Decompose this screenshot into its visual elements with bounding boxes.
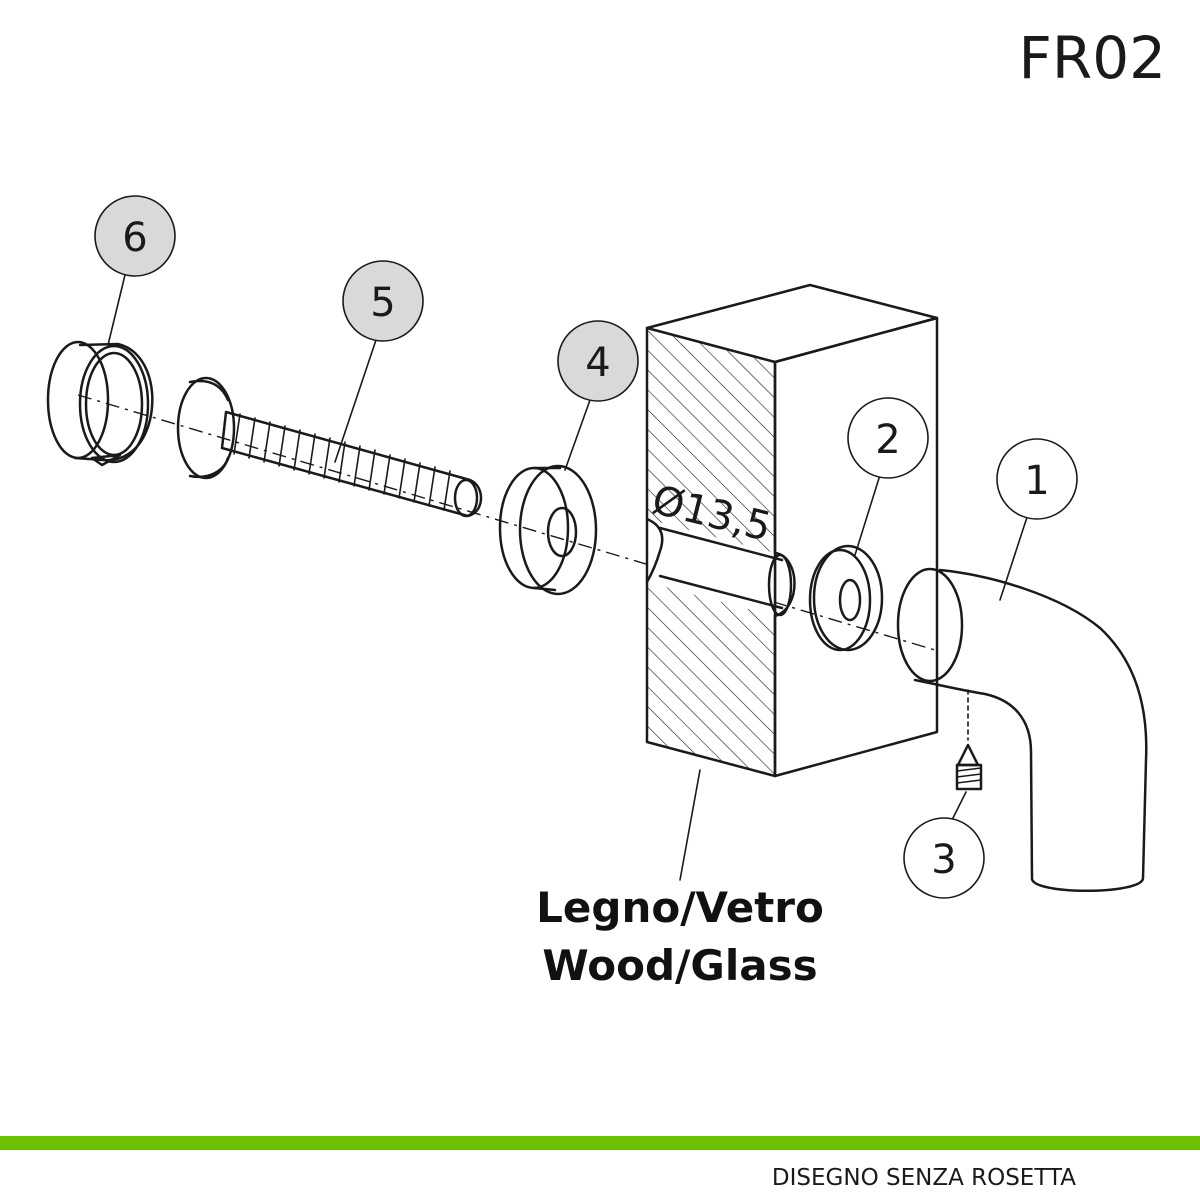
callout-1: 1 xyxy=(996,438,1078,520)
footer-bar xyxy=(0,1136,1200,1150)
part-4-bushing xyxy=(498,464,598,596)
part-5-screw xyxy=(176,376,483,518)
part-6-cap xyxy=(46,340,154,467)
callout-3-label: 3 xyxy=(931,837,956,883)
callout-2: 2 xyxy=(847,397,929,479)
callout-5-label: 5 xyxy=(370,280,395,326)
callout-4-label: 4 xyxy=(585,340,610,386)
callout-2-label: 2 xyxy=(875,417,900,463)
callout-5: 5 xyxy=(342,260,424,342)
material-label-it: Legno/Vetro xyxy=(536,883,824,932)
footer-caption: DISEGNO SENZA ROSETTA xyxy=(772,1165,1076,1191)
callout-3: 3 xyxy=(903,817,985,899)
callout-6-label: 6 xyxy=(122,215,147,261)
part-2-washer xyxy=(808,544,884,652)
callout-1-label: 1 xyxy=(1024,458,1049,504)
material-block xyxy=(645,283,939,778)
material-label-en: Wood/Glass xyxy=(542,941,817,990)
callout-6: 6 xyxy=(94,195,176,277)
product-code-title: FR02 xyxy=(1019,24,1166,92)
callout-4: 4 xyxy=(557,320,639,402)
leader-lines xyxy=(107,274,1031,881)
part-1-handle xyxy=(896,567,1148,892)
assembly-axis xyxy=(77,394,936,651)
part-3-grub-screw xyxy=(955,689,983,791)
